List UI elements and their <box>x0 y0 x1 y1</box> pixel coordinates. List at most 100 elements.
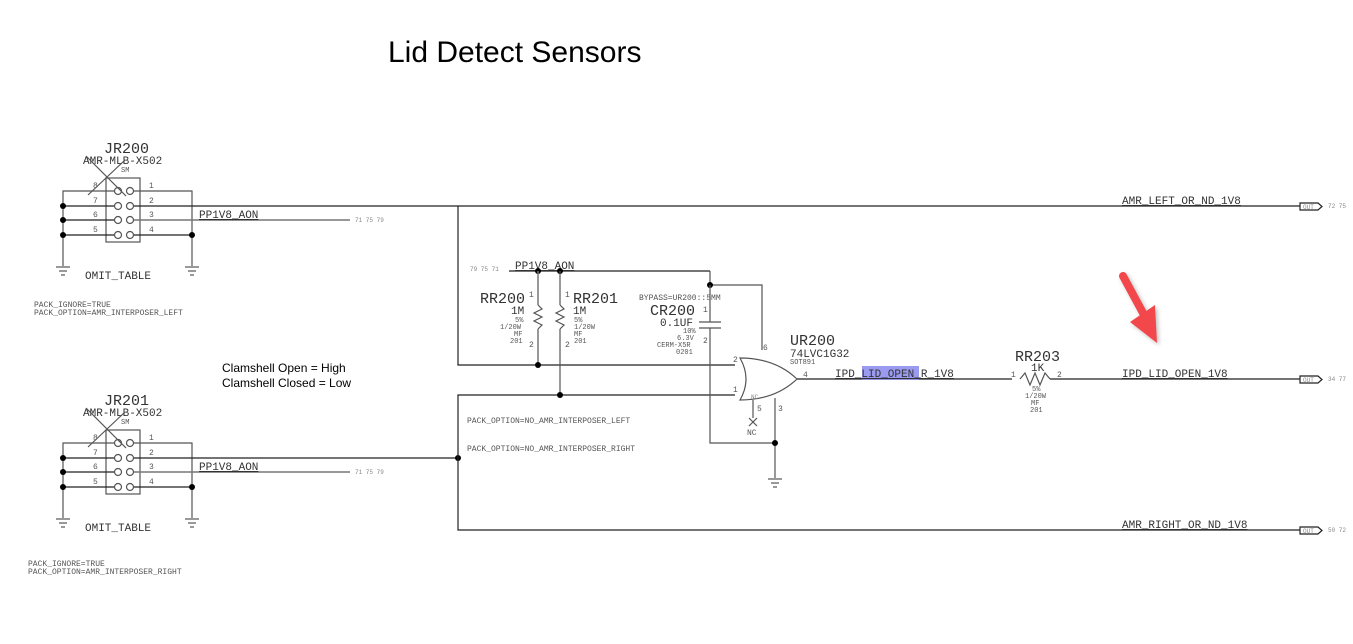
connector-jr200[interactable]: JR200 AMR-MLB-X502 SM 8 7 6 5 1 2 3 4 PP… <box>34 141 384 318</box>
svg-text:BYPASS=UR200::5MM: BYPASS=UR200::5MM <box>639 294 721 303</box>
svg-text:AMR_LEFT_OR_ND_1V8: AMR_LEFT_OR_ND_1V8 <box>1122 196 1241 208</box>
connector-jr201[interactable]: JR201 AMR-MLB-X502 SM 8 7 6 5 1 2 3 4 PP… <box>28 393 384 577</box>
svg-text:7: 7 <box>93 449 98 458</box>
svg-text:5%: 5% <box>1032 386 1041 394</box>
svg-text:3: 3 <box>149 211 154 220</box>
connector-footprint: SM <box>121 419 129 427</box>
svg-text:1M: 1M <box>573 306 586 318</box>
svg-text:6: 6 <box>93 211 98 220</box>
output-port-amr-right[interactable]: AMR_RIGHT_OR_ND_1V8 OUT 50 72 <box>1122 520 1346 535</box>
no-connect-icon <box>748 417 758 427</box>
pack-option-left: PACK_OPTION=NO_AMR_INTERPOSER_LEFT <box>467 417 630 426</box>
svg-text:1M: 1M <box>511 306 524 318</box>
net-label-ipd-lid-open-r[interactable]: IPD_LID_OPEN_R_1V8 <box>835 366 954 381</box>
svg-text:4: 4 <box>803 371 808 380</box>
svg-text:NC: NC <box>751 394 759 401</box>
svg-text:2: 2 <box>149 449 154 458</box>
svg-text:SOT891: SOT891 <box>790 359 815 367</box>
output-port-ipd-lid-open[interactable]: IPD_LID_OPEN_1V8 OUT 34 77 <box>1122 369 1346 384</box>
connector-pins <box>113 438 135 492</box>
connector-ref: JR200 <box>104 141 149 158</box>
ground-icon <box>185 266 199 276</box>
svg-text:OMIT_TABLE: OMIT_TABLE <box>85 523 151 535</box>
svg-text:8: 8 <box>93 182 98 191</box>
svg-text:RR201: RR201 <box>573 291 618 308</box>
connector-pins <box>113 186 135 240</box>
svg-text:5: 5 <box>757 405 762 414</box>
svg-text:PACK_IGNORE=TRUE: PACK_IGNORE=TRUE <box>28 560 105 569</box>
or-gate-ur200[interactable]: UR200 74LVC1G32 SOT891 2 1 4 6 3 5 NC NC <box>733 333 849 488</box>
svg-text:6.3V: 6.3V <box>677 335 695 343</box>
svg-text:5%: 5% <box>574 317 583 325</box>
svg-text:RR203: RR203 <box>1015 349 1060 366</box>
svg-text:1: 1 <box>703 306 708 315</box>
svg-text:3: 3 <box>778 405 783 414</box>
svg-text:1/20W: 1/20W <box>500 324 522 332</box>
ground-icon <box>185 518 199 528</box>
capacitor-cr200[interactable]: BYPASS=UR200::5MM CR200 1 0.1UF 10% 6.3V… <box>639 285 775 444</box>
output-port-amr-left[interactable]: AMR_LEFT_OR_ND_1V8 OUT 72 75 <box>1122 196 1346 211</box>
svg-text:1: 1 <box>149 434 154 443</box>
pack-option-right: PACK_OPTION=NO_AMR_INTERPOSER_RIGHT <box>467 445 635 454</box>
svg-text:201: 201 <box>510 338 523 346</box>
svg-text:5: 5 <box>93 226 98 235</box>
svg-text:UR200: UR200 <box>790 333 835 350</box>
svg-text:2: 2 <box>565 341 570 350</box>
svg-text:50 72: 50 72 <box>1328 527 1346 534</box>
svg-text:PP1V8_AON: PP1V8_AON <box>515 261 574 273</box>
svg-text:1: 1 <box>149 182 154 191</box>
svg-text:0201: 0201 <box>676 349 693 357</box>
svg-text:4: 4 <box>149 226 154 235</box>
svg-text:1/20W: 1/20W <box>574 324 596 332</box>
svg-text:MF: MF <box>1031 400 1039 408</box>
svg-text:MF: MF <box>574 331 582 339</box>
net-label-pp1v8: PP1V8_AON <box>199 210 258 222</box>
svg-text:2: 2 <box>149 197 154 206</box>
svg-text:4: 4 <box>149 478 154 487</box>
ground-icon <box>768 478 782 488</box>
note-open: Clamshell Open = High <box>222 361 346 375</box>
svg-text:OMIT_TABLE: OMIT_TABLE <box>85 271 151 283</box>
svg-text:2: 2 <box>1057 371 1062 380</box>
svg-text:CR200: CR200 <box>650 303 695 320</box>
svg-text:MF: MF <box>514 331 522 339</box>
net-label-pp1v8: PP1V8_AON <box>199 462 258 474</box>
svg-text:71 75 79: 71 75 79 <box>355 217 384 224</box>
page-title: Lid Detect Sensors <box>388 36 641 69</box>
power-net-pp1v8: 79 75 71 PP1V8_AON <box>470 261 763 350</box>
svg-text:34 77: 34 77 <box>1328 376 1346 383</box>
svg-text:3: 3 <box>149 463 154 472</box>
svg-text:71 75 79: 71 75 79 <box>355 469 384 476</box>
svg-text:201: 201 <box>1030 407 1043 415</box>
text-highlight <box>862 366 919 380</box>
svg-text:1: 1 <box>565 291 570 300</box>
svg-text:RR200: RR200 <box>480 291 525 308</box>
ground-icon <box>56 266 70 276</box>
svg-text:PACK_IGNORE=TRUE: PACK_IGNORE=TRUE <box>34 301 111 310</box>
svg-text:1: 1 <box>733 386 738 395</box>
svg-text:5%: 5% <box>515 317 524 325</box>
svg-text:PACK_OPTION=AMR_INTERPOSER_LEF: PACK_OPTION=AMR_INTERPOSER_LEFT <box>34 309 183 318</box>
svg-text:2: 2 <box>703 337 708 346</box>
svg-text:79 75 71: 79 75 71 <box>470 266 499 273</box>
resistor-rr203[interactable]: RR203 1K 1 2 5% 1/20W MF 201 <box>1011 349 1062 415</box>
svg-text:201: 201 <box>574 338 587 346</box>
svg-text:5: 5 <box>93 478 98 487</box>
svg-text:8: 8 <box>93 434 98 443</box>
svg-text:CERM-X5R: CERM-X5R <box>657 342 691 350</box>
svg-text:1: 1 <box>1011 371 1016 380</box>
svg-text:7: 7 <box>93 197 98 206</box>
svg-text:OUT: OUT <box>1303 204 1314 211</box>
resistor-rr200[interactable]: RR200 1 1M 5% 1/20W MF 201 2 <box>480 271 544 368</box>
svg-text:NC: NC <box>747 429 757 438</box>
annotation-arrow-icon <box>1119 272 1157 343</box>
svg-text:IPD_LID_OPEN_1V8: IPD_LID_OPEN_1V8 <box>1122 369 1228 381</box>
svg-text:OUT: OUT <box>1303 377 1314 384</box>
svg-text:72 75: 72 75 <box>1328 203 1346 210</box>
svg-text:74LVC1G32: 74LVC1G32 <box>790 349 849 361</box>
resistor-rr201[interactable]: RR201 1 1M 5% 1/20W MF 201 2 <box>554 271 618 398</box>
svg-text:1: 1 <box>529 291 534 300</box>
wire-right-to-gate <box>457 394 1300 531</box>
svg-text:PACK_OPTION=AMR_INTERPOSER_RIG: PACK_OPTION=AMR_INTERPOSER_RIGHT <box>28 568 182 577</box>
